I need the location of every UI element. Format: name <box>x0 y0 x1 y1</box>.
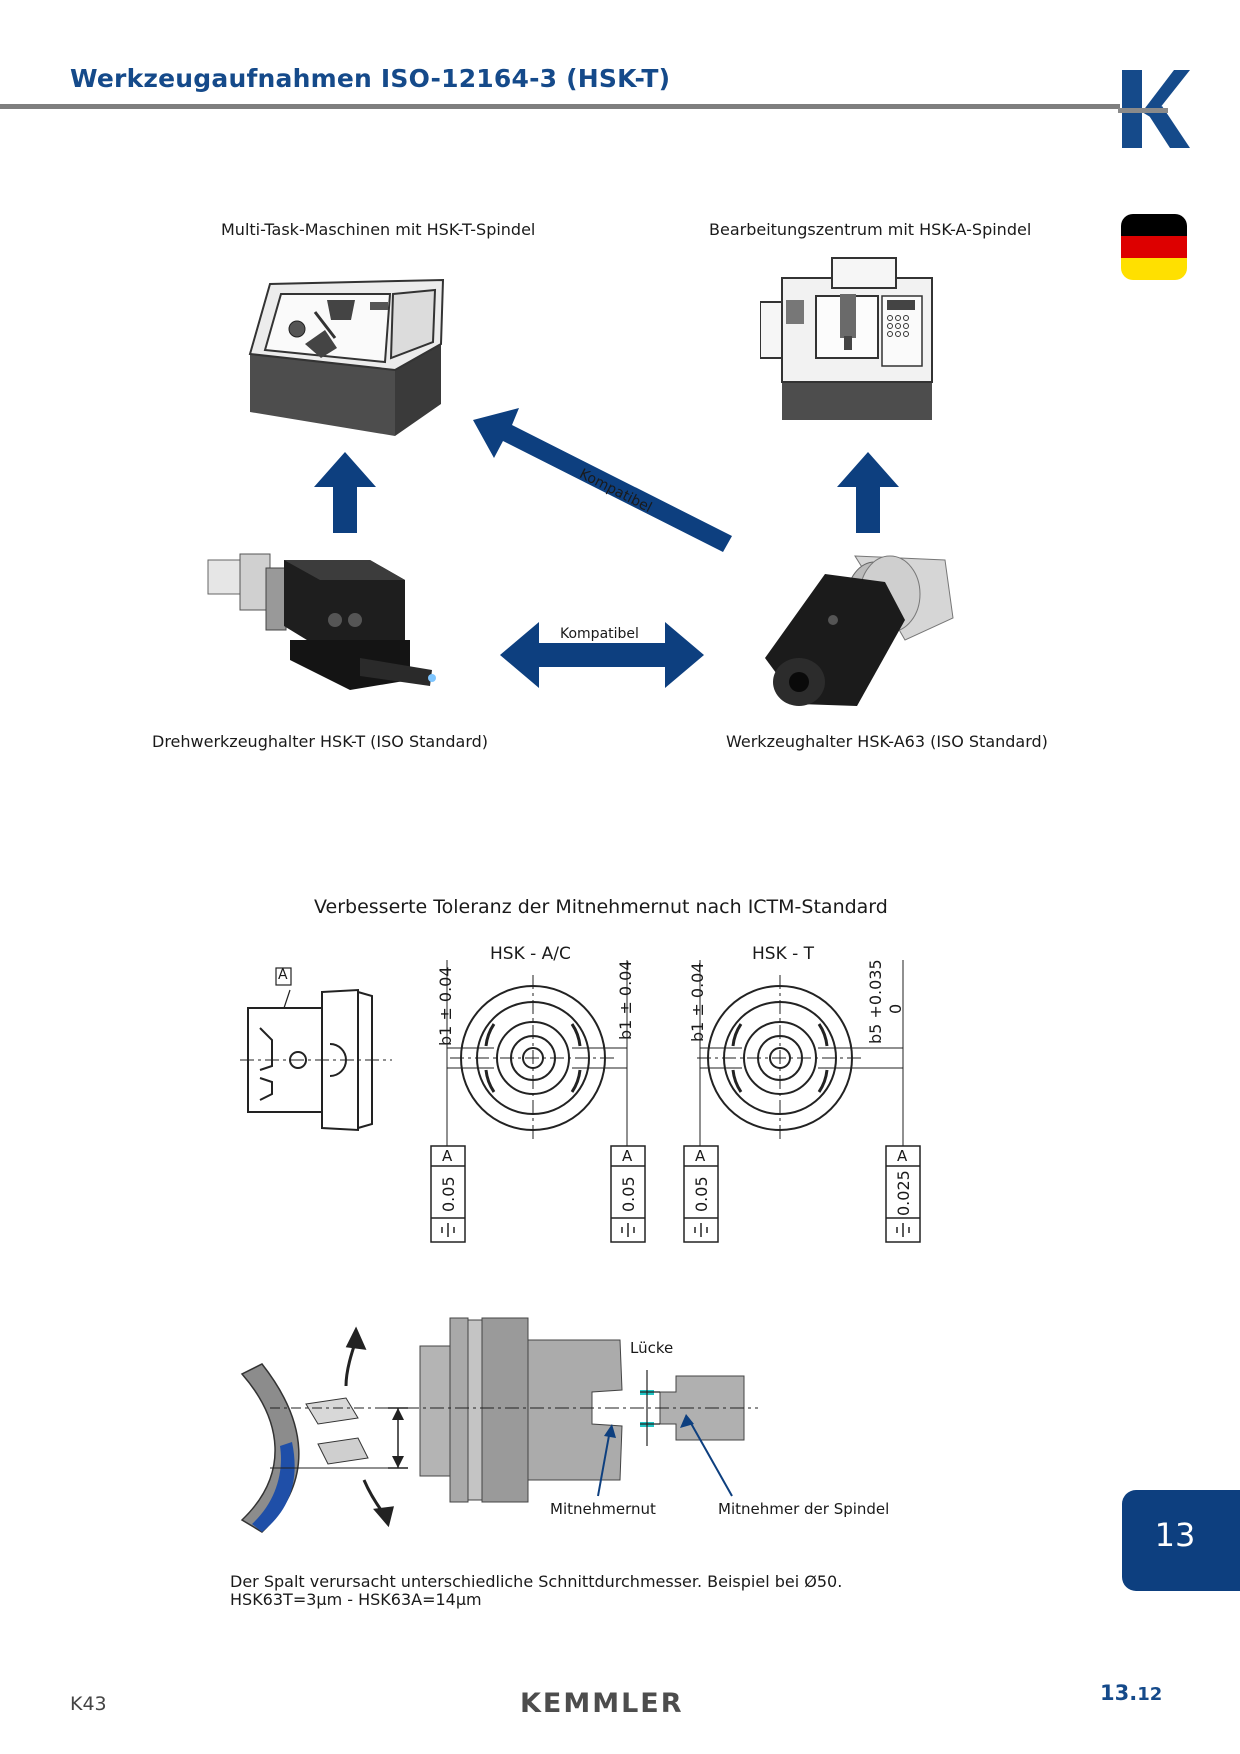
footer-code: K43 <box>70 1693 107 1715</box>
turning-tool-holder-illustration <box>207 553 436 690</box>
gap-note-line-2: HSK63T=3µm - HSK63A=14µm <box>230 1590 482 1609</box>
compatibility-arrows <box>314 408 899 688</box>
frame-3-datum: A <box>695 1147 706 1165</box>
datum-label: A <box>278 967 288 983</box>
chapter-number: 13 <box>1154 1516 1196 1554</box>
machining-center-illustration <box>760 257 933 420</box>
gap-note: Der Spalt verursacht unterschiedliche Sc… <box>230 1573 842 1609</box>
tolerance-title: Verbesserte Toleranz der Mitnehmernut na… <box>314 896 888 918</box>
up-arrow-right-icon <box>837 452 899 533</box>
kemmler-logo <box>1118 70 1190 148</box>
frame-1-datum: A <box>442 1147 453 1165</box>
gap-diagram <box>240 1317 758 1533</box>
diagonal-arrow-icon <box>473 408 732 552</box>
up-arrow-left-icon <box>314 452 376 533</box>
footer-page-sub: 12 <box>1137 1684 1163 1705</box>
label-mitnehmer-spindel: Mitnehmer der Spindel <box>718 1500 890 1518</box>
frame-2-datum: A <box>622 1147 633 1165</box>
caption-a63-holder: Werkzeughalter HSK-A63 (ISO Standard) <box>726 732 1048 751</box>
german-flag-icon <box>1121 214 1187 280</box>
caption-machining-center: Bearbeitungszentrum mit HSK-A-Spindel <box>709 220 1032 239</box>
gap-note-line-1: Der Spalt verursacht unterschiedliche Sc… <box>230 1572 843 1591</box>
chapter-tab[interactable] <box>1122 1490 1240 1591</box>
label-kompatibel-horizontal: Kompatibel <box>560 626 639 642</box>
frame-4-datum: A <box>897 1147 908 1165</box>
footer-page-number: 13.12 <box>1100 1681 1162 1705</box>
caption-turning-holder: Drehwerkzeughalter HSK-T (ISO Standard) <box>152 732 489 751</box>
footer-page-main: 13. <box>1100 1681 1138 1705</box>
double-arrow-icon <box>500 622 704 688</box>
label-hsk-ac: HSK - A/C <box>490 944 571 964</box>
symmetry-symbols <box>441 1223 910 1237</box>
label-luecke: Lücke <box>630 1339 674 1357</box>
tolerance-drawing <box>240 960 921 1243</box>
label-mitnehmernut: Mitnehmernut <box>550 1500 656 1518</box>
label-hsk-t: HSK - T <box>752 944 815 964</box>
footer-brand: KEMMLER <box>520 1688 684 1719</box>
hsk-a63-holder-illustration <box>765 555 954 706</box>
header-rule <box>0 104 1120 109</box>
caption-multitask: Multi-Task-Maschinen mit HSK-T-Spindel <box>221 220 536 239</box>
page-title: Werkzeugaufnahmen ISO-12164-3 (HSK-T) <box>70 64 671 93</box>
multitask-machine-illustration <box>248 278 445 436</box>
